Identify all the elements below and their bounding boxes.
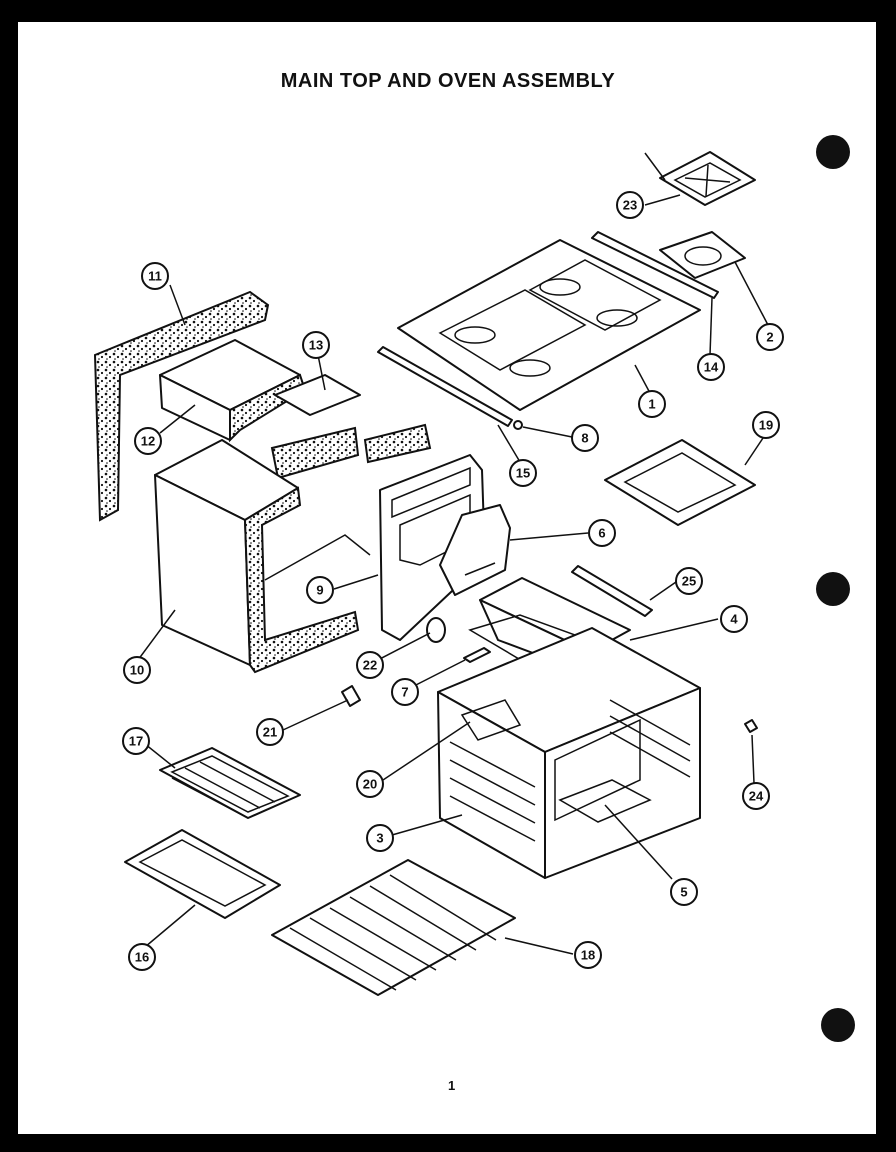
binder-hole-top — [816, 135, 850, 169]
callout-7: 7 — [391, 678, 419, 706]
svg-text:23: 23 — [623, 198, 637, 213]
part-22-grommet — [426, 617, 446, 643]
callout-23: 23 — [616, 191, 644, 219]
svg-text:14: 14 — [704, 360, 719, 375]
callout-24: 24 — [742, 782, 770, 810]
callout-9: 9 — [306, 576, 334, 604]
callout-20: 20 — [356, 770, 384, 798]
svg-text:17: 17 — [129, 734, 143, 749]
part-10-insulation-wrap — [154, 439, 371, 674]
callout-8: 8 — [571, 424, 599, 452]
svg-text:21: 21 — [263, 725, 277, 740]
part-1-cooktop — [397, 239, 701, 411]
callout-11: 11 — [141, 262, 169, 290]
svg-text:8: 8 — [581, 431, 588, 446]
svg-text:4: 4 — [730, 612, 738, 627]
svg-text:18: 18 — [581, 948, 595, 963]
part-19-drip-pan — [604, 439, 756, 526]
page-number: 1 — [448, 1078, 456, 1093]
callout-13: 13 — [302, 331, 330, 359]
part-12-insulation-top — [159, 339, 307, 443]
callout-4: 4 — [720, 605, 748, 633]
callout-12: 12 — [134, 427, 162, 455]
part-13-insulation-piece — [270, 374, 432, 480]
svg-text:25: 25 — [682, 574, 696, 589]
part-11-insulation-back — [93, 290, 270, 522]
svg-text:5: 5 — [680, 885, 687, 900]
callout-18: 18 — [574, 941, 602, 969]
part-15-front-trim — [377, 346, 513, 427]
part-5-broiler-drawer — [558, 779, 652, 823]
svg-text:9: 9 — [316, 583, 323, 598]
callout-5: 5 — [670, 878, 698, 906]
callout-21: 21 — [256, 718, 284, 746]
part-2-burner-bowl — [659, 231, 746, 279]
part-24-clip — [744, 719, 758, 733]
callout-22: 22 — [356, 651, 384, 679]
svg-text:11: 11 — [148, 269, 162, 284]
svg-text:16: 16 — [135, 950, 149, 965]
callout-25: 25 — [675, 567, 703, 595]
part-21-bracket — [341, 685, 361, 707]
part-16-broiler-pan — [124, 829, 281, 919]
svg-text:24: 24 — [749, 789, 764, 804]
part-3-oven-liner — [437, 627, 701, 879]
part-6-vent-duct — [439, 504, 511, 596]
part-18-oven-rack — [271, 859, 516, 996]
svg-text:22: 22 — [363, 658, 377, 673]
page-title: MAIN TOP AND OVEN ASSEMBLY — [280, 70, 616, 92]
svg-text:2: 2 — [766, 330, 773, 345]
callout-17: 17 — [122, 727, 150, 755]
part-25-strip — [571, 565, 653, 617]
svg-text:10: 10 — [130, 663, 144, 678]
svg-text:20: 20 — [363, 777, 377, 792]
binder-hole-middle — [816, 572, 850, 606]
callout-15: 15 — [509, 459, 537, 487]
svg-text:12: 12 — [141, 434, 155, 449]
svg-text:19: 19 — [759, 418, 773, 433]
svg-text:3: 3 — [376, 831, 383, 846]
svg-text:1: 1 — [648, 397, 655, 412]
part-8-screw — [513, 420, 523, 430]
callout-2: 2 — [756, 323, 784, 351]
callout-6: 6 — [588, 519, 616, 547]
part-17-broiler-grid — [159, 747, 301, 819]
svg-text:7: 7 — [401, 685, 408, 700]
part-7-clip — [463, 647, 491, 663]
callout-10: 10 — [123, 656, 151, 684]
svg-text:15: 15 — [516, 466, 530, 481]
part-14-trim-strip — [591, 231, 719, 299]
part-23-grate — [659, 151, 756, 206]
binder-hole-bottom — [821, 1008, 855, 1042]
callout-19: 19 — [752, 411, 780, 439]
callout-3: 3 — [366, 824, 394, 852]
callout-14: 14 — [697, 353, 725, 381]
callout-16: 16 — [128, 943, 156, 971]
callout-1: 1 — [638, 390, 666, 418]
svg-text:13: 13 — [309, 338, 323, 353]
svg-text:6: 6 — [598, 526, 605, 541]
